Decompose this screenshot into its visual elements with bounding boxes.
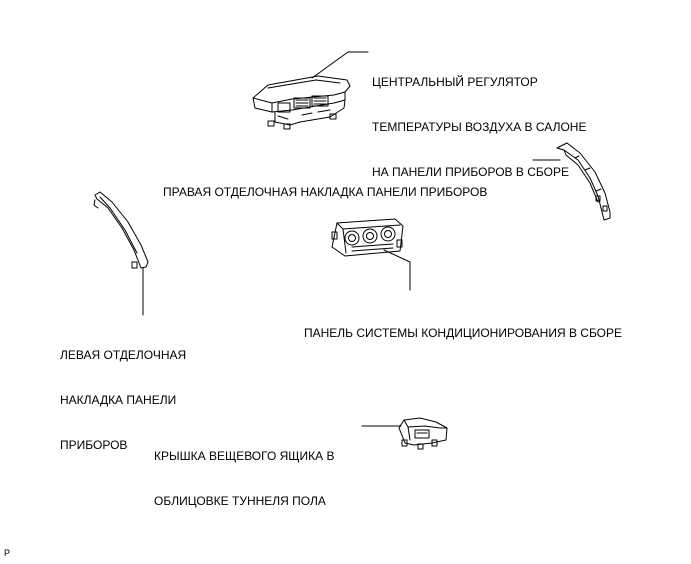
console-box-lid-label-line-1: КРЫШКА ВЕЩЕВОГО ЯЩИКА В bbox=[154, 449, 335, 463]
center-regulator-label: ЦЕНТРАЛЬНЫЙ РЕГУЛЯТОР ТЕМПЕРАТУРЫ ВОЗДУХ… bbox=[372, 45, 586, 195]
left-trim-label: ЛЕВАЯ ОТДЕЛОЧНАЯ НАКЛАДКА ПАНЕЛИ ПРИБОРО… bbox=[60, 318, 186, 468]
ac-panel-label: ПАНЕЛЬ СИСТЕМЫ КОНДИЦИОНИРОВАНИЯ В СБОРЕ bbox=[304, 296, 622, 356]
right-trim-label-line-1: ПРАВАЯ ОТДЕЛОЧНАЯ НАКЛАДКА ПАНЕЛИ ПРИБОР… bbox=[163, 185, 488, 199]
center-regulator-label-line-1: ЦЕНТРАЛЬНЫЙ РЕГУЛЯТОР bbox=[372, 75, 538, 89]
ac-panel-leader-line bbox=[383, 249, 411, 291]
center-regulator-label-line-3: НА ПАНЕЛИ ПРИБОРОВ В СБОРЕ bbox=[372, 165, 569, 179]
console-box-lid-label: КРЫШКА ВЕЩЕВОГО ЯЩИКА В ОБЛИЦОВКЕ ТУННЕЛ… bbox=[154, 419, 335, 524]
left-trim-label-line-2: НАКЛАДКА ПАНЕЛИ bbox=[60, 393, 177, 407]
ac-panel-part bbox=[331, 218, 404, 257]
left-trim-label-line-3: ПРИБОРОВ bbox=[60, 438, 128, 452]
center-regulator-label-line-2: ТЕМПЕРАТУРЫ ВОЗДУХА В САЛОНЕ bbox=[372, 120, 587, 134]
ac-panel-label-line-1: ПАНЕЛЬ СИСТЕМЫ КОНДИЦИОНИРОВАНИЯ В СБОРЕ bbox=[304, 326, 623, 340]
corner-code: P bbox=[4, 548, 11, 558]
center-air-regulator-part bbox=[252, 75, 351, 130]
right-trim-part bbox=[556, 142, 611, 221]
left-trim-label-line-1: ЛЕВАЯ ОТДЕЛОЧНАЯ bbox=[60, 348, 187, 362]
left-trim-part bbox=[93, 191, 149, 269]
console-box-lid-part bbox=[398, 417, 448, 450]
console-box-lid-label-line-2: ОБЛИЦОВКЕ ТУННЕЛЯ ПОЛА bbox=[154, 494, 326, 508]
center-regulator-leader-line bbox=[311, 51, 369, 79]
right-trim-label: ПРАВАЯ ОТДЕЛОЧНАЯ НАКЛАДКА ПАНЕЛИ ПРИБОР… bbox=[163, 155, 487, 215]
